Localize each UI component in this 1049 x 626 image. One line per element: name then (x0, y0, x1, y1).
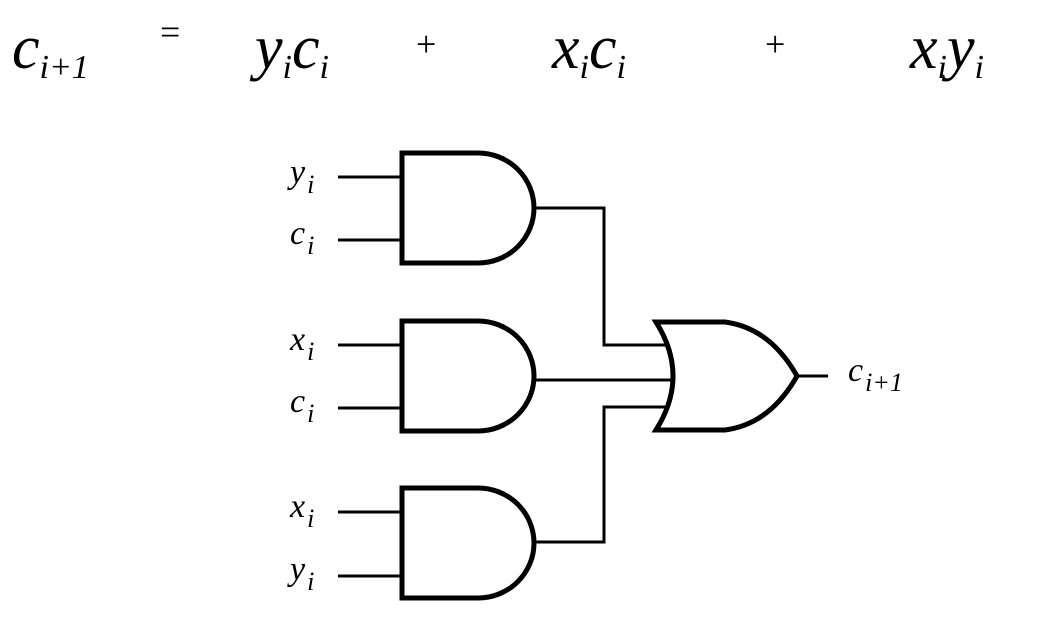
and2-input2-label: ci (290, 383, 314, 428)
input-wires (338, 175, 402, 578)
connection-wires (534, 206, 828, 544)
equation-lhs: ci+1 (12, 14, 89, 86)
and2-input1-label: xi (289, 321, 314, 366)
equation-plus-1: + (416, 24, 436, 64)
and3-input2-label: yi (287, 551, 314, 596)
and1-input1-label: yi (287, 154, 314, 199)
and1-to-or-wire (534, 206, 668, 347)
or-output-label: ci+1 (848, 352, 903, 397)
equation-plus-2: + (765, 24, 785, 64)
equation-term-1: yici (249, 14, 329, 86)
equation-term-2: xici (551, 14, 626, 86)
and3-to-or-wire (534, 405, 668, 544)
and3-input1-label: xi (289, 488, 314, 533)
equation-term-3: xiyi (909, 14, 984, 86)
input-labels: yi ci xi ci xi yi (287, 154, 314, 596)
or-gate (651, 319, 800, 433)
equation-equals: = (160, 12, 180, 52)
and-gate-1 (399, 150, 537, 266)
and-gate-2 (399, 318, 537, 434)
and-gate-3 (399, 485, 537, 601)
and1-input2-label: ci (290, 215, 314, 260)
carry-equation: ci+1 = yici + xici + xiyi (12, 12, 984, 86)
